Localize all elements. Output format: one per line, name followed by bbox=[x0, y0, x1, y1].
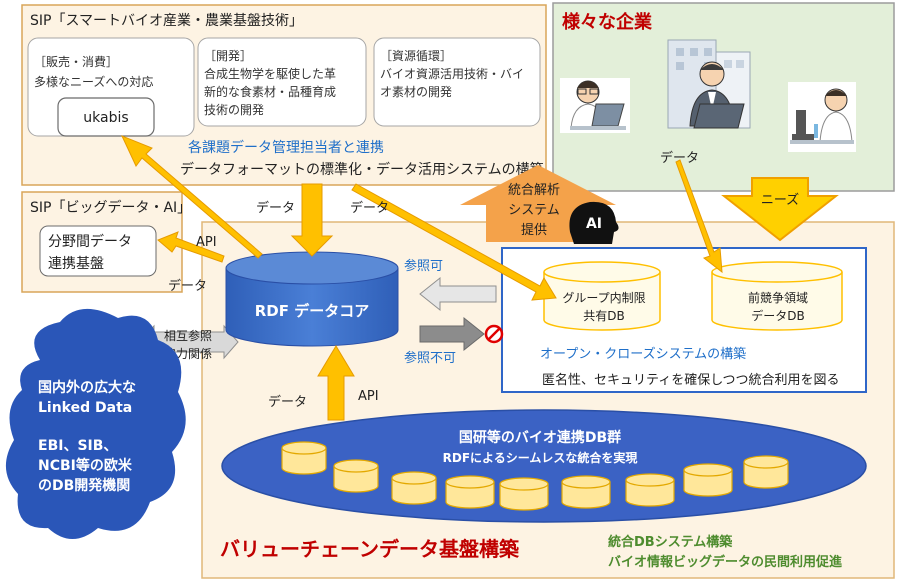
linked-data-cloud bbox=[5, 308, 186, 539]
dev-box-heading: ［開発］ bbox=[204, 49, 252, 63]
arrow-data-label-3: データ bbox=[168, 278, 207, 294]
cloud-text-2: Linked Data bbox=[38, 400, 132, 416]
precompetitive-db-text-1: 前競争領域 bbox=[748, 290, 808, 305]
precompetitive-db-cylinder bbox=[711, 261, 843, 331]
db-cylinders bbox=[281, 441, 789, 511]
prohibited-icon bbox=[484, 324, 504, 344]
cross-field-text-2: 連携基盤 bbox=[48, 255, 104, 272]
rdf-data-core-cylinder bbox=[225, 251, 399, 347]
sip-bigdata-title: SIP「ビッグデータ・AI」 bbox=[30, 199, 191, 216]
arrow-down-to-rdf bbox=[290, 183, 334, 257]
ukabis-label: ukabis bbox=[83, 110, 128, 126]
bio-db-text-2: RDFによるシームレスな統合を実現 bbox=[443, 450, 638, 465]
group-db-text-1: グループ内制限 bbox=[562, 291, 645, 305]
ref-ng-label: 参照不可 bbox=[404, 350, 456, 366]
resource-box-text-1: バイオ資源活用技術・バイ bbox=[380, 67, 524, 81]
dev-box-text-1: 合成生物学を駆使した革 bbox=[204, 66, 336, 81]
cloud-text-1: 国内外の広大な bbox=[38, 379, 136, 396]
open-close-subtitle: 匿名性、セキュリティを確保しつつ統合利用を図る bbox=[542, 372, 839, 388]
ukabis-box bbox=[57, 97, 155, 137]
lab-scientist-microscope-icon bbox=[788, 82, 856, 152]
arrow-rdf-to-ukabis bbox=[121, 135, 263, 259]
ref-ok-label: 参照可 bbox=[404, 258, 443, 274]
arrow-api-label-2: API bbox=[358, 389, 379, 404]
integrated-text-2: システム bbox=[508, 203, 560, 218]
cloud-text-3: EBI、SIB、 bbox=[38, 438, 117, 454]
arrow-rdf-to-crossfield bbox=[157, 231, 225, 263]
cross-field-text-1: 分野間データ bbox=[48, 233, 132, 250]
rdf-core-label: RDF データコア bbox=[255, 302, 369, 320]
needs-label: ニーズ bbox=[761, 192, 799, 208]
researcher-at-laptop-icon bbox=[560, 78, 630, 133]
bio-db-text-1: 国研等のバイオ連携DB群 bbox=[459, 429, 621, 446]
cloud-text-5: のDB開発機関 bbox=[38, 477, 130, 494]
group-db-text-2: 共有DB bbox=[583, 309, 624, 323]
footer-green-1: 統合DBシステム構築 bbox=[608, 534, 733, 550]
resource-box-text-2: オ素材の開発 bbox=[380, 85, 452, 99]
open-close-title: オープン・クローズシステムの構築 bbox=[540, 346, 746, 362]
dev-box-text-2: 新的な食素材・品種育成 bbox=[204, 84, 336, 99]
arrow-api-label-1: API bbox=[196, 235, 217, 250]
sales-box-heading: ［販売・消費］ bbox=[34, 54, 118, 69]
arrow-data-label-1: データ bbox=[256, 200, 295, 216]
arrow-companies-to-db bbox=[675, 159, 723, 274]
collab-text: 各課題データ管理担当者と連携 bbox=[188, 139, 384, 156]
sip-smart-title: SIP「スマートバイオ産業・農業基盤技術」 bbox=[30, 12, 303, 29]
value-chain-title: バリューチェーンデータ基盤構築 bbox=[220, 537, 520, 561]
resource-box bbox=[373, 37, 541, 127]
arrow-to-group-db bbox=[351, 183, 557, 301]
integrated-text-3: 提供 bbox=[521, 222, 547, 238]
cross-field-box bbox=[39, 225, 157, 277]
resource-box-heading: ［資源循環］ bbox=[380, 49, 452, 63]
arrow-api-to-rdf bbox=[317, 345, 355, 421]
sales-box-text: 多様なニーズへの対応 bbox=[34, 74, 153, 89]
standardize-text: データフォーマットの標準化・データ活用システムの構築 bbox=[180, 161, 544, 178]
office-building-businessman-icon bbox=[667, 39, 751, 129]
dev-box bbox=[197, 37, 367, 127]
dev-box-text-3: 技術の開発 bbox=[204, 103, 264, 117]
ai-label: AI bbox=[586, 216, 602, 232]
arrow-data-label-2: データ bbox=[350, 200, 389, 216]
ref-ok-arrow bbox=[419, 276, 497, 312]
ai-head-icon bbox=[569, 201, 619, 244]
footer-green-2: バイオ情報ビッグデータの民間利用促進 bbox=[608, 554, 842, 570]
companies-title: 様々な企業 bbox=[562, 11, 653, 33]
integrated-text-1: 統合解析 bbox=[508, 183, 560, 198]
precompetitive-db-text-2: データDB bbox=[751, 308, 804, 323]
needs-arrow bbox=[721, 177, 839, 242]
arrow-data-label-4: データ bbox=[268, 394, 307, 410]
cloud-text-4: NCBI等の欧米 bbox=[38, 457, 133, 474]
yellow-arrows bbox=[121, 135, 723, 421]
mutual-text-1: 相互参照 bbox=[164, 328, 212, 343]
group-db-cylinder bbox=[543, 261, 661, 331]
ref-ng-arrow bbox=[419, 316, 485, 352]
companies-data-label: データ bbox=[660, 150, 699, 166]
